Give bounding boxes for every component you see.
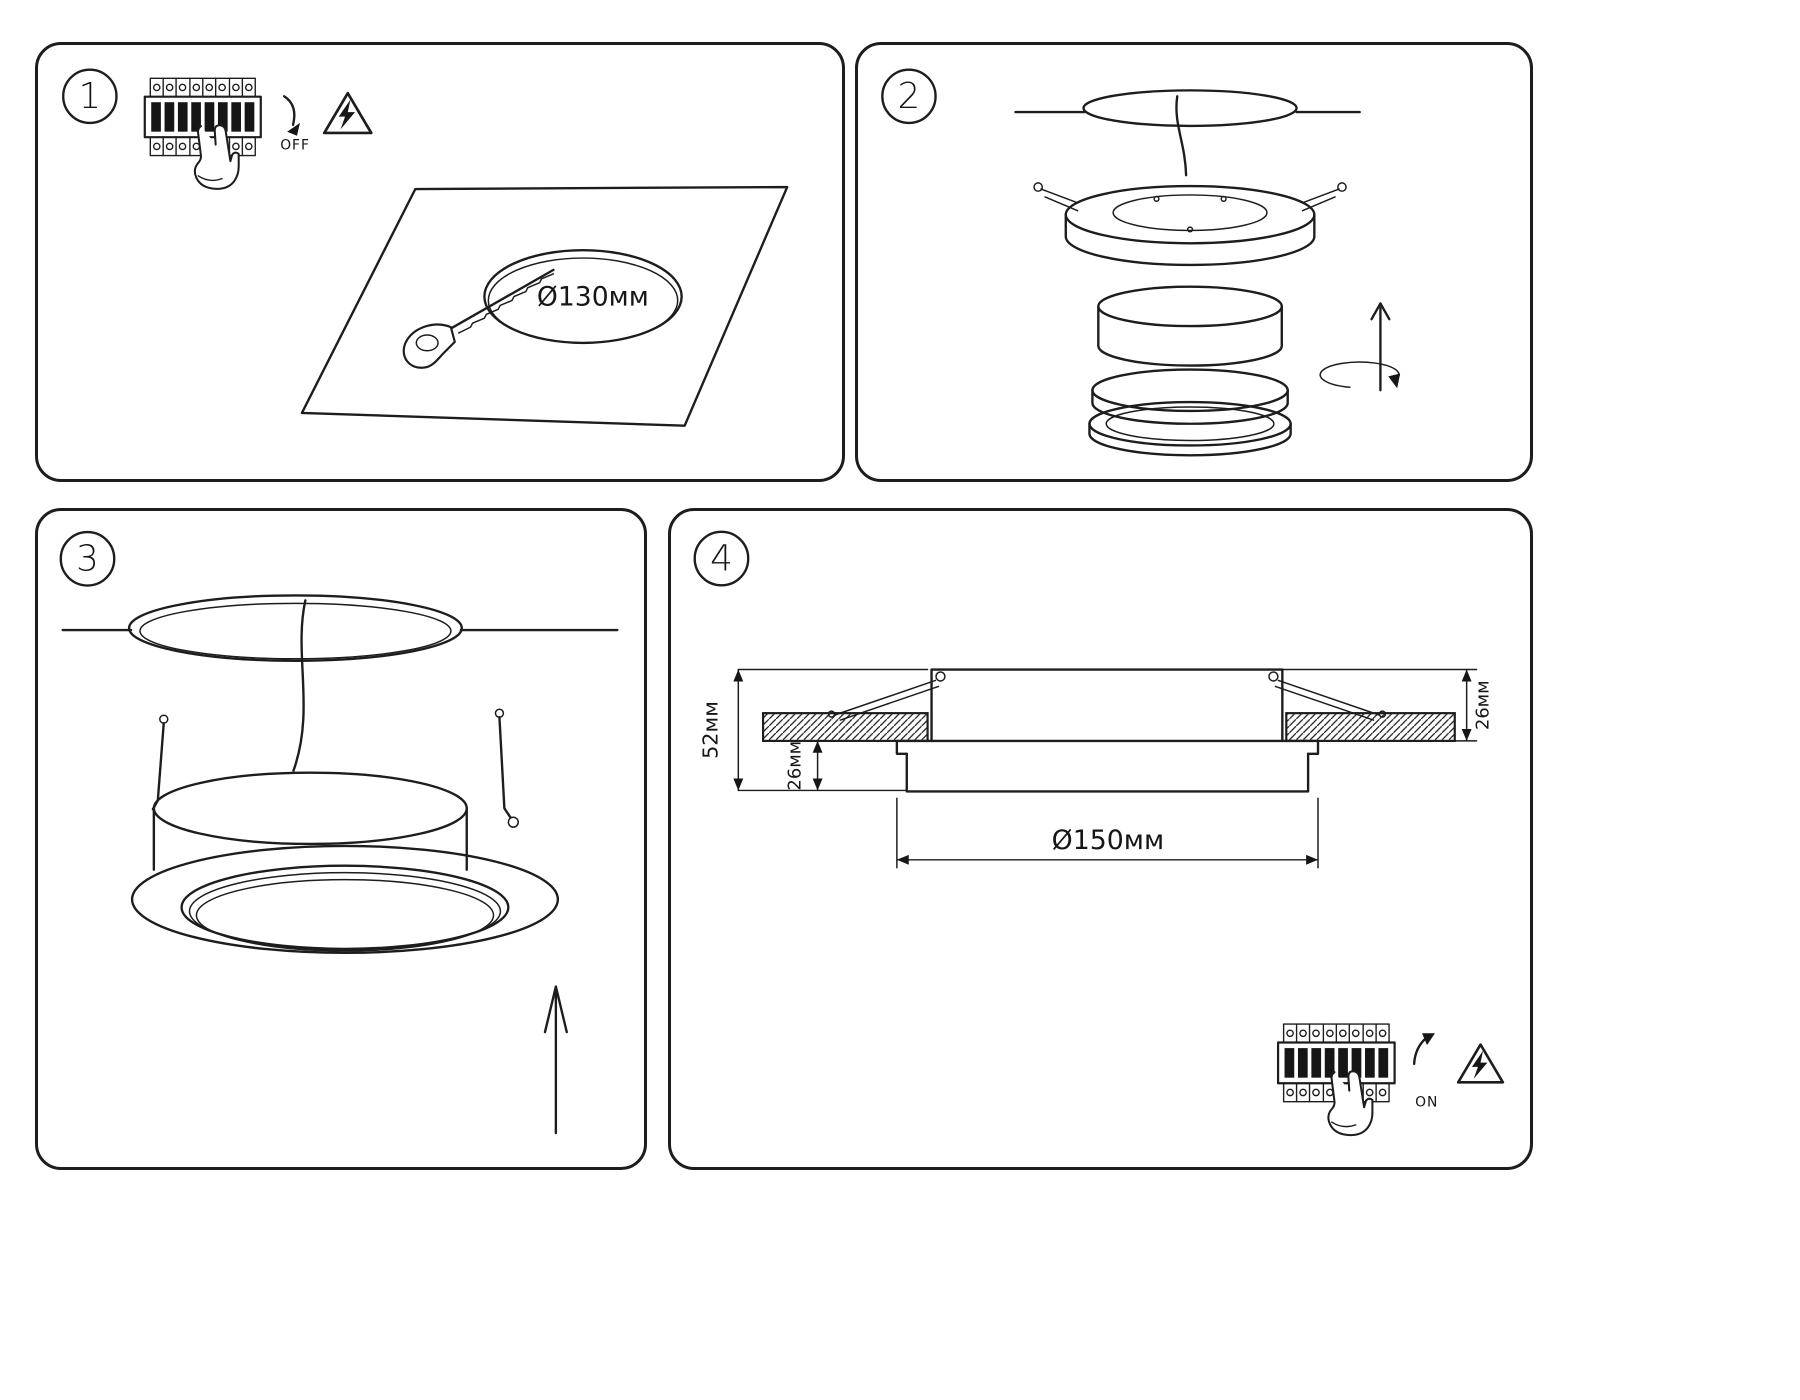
lamp-body [1097,285,1283,367]
step-number: 2 [898,76,921,117]
dim-26mm-left-label: 26мм [785,741,806,791]
step-2-illustration: 2 [881,68,1401,457]
dimension-above-ceiling: 26мм [1281,668,1493,742]
step-number-badge: 4 [693,530,750,587]
off-label: OFF [280,138,310,154]
step-number-badge: 3 [59,530,116,587]
ceiling-cross-section [761,712,1456,742]
step-4-illustration: 4 [693,530,1505,1137]
ceiling-tile [300,185,789,427]
dimension-cutout-diameter: Ø150мм [896,797,1319,869]
mounting-ring [1033,182,1347,267]
dimension-below-ceiling: 26мм [785,740,823,792]
ceiling-slab-right [1285,712,1456,742]
spring-clip-left [1033,182,1079,212]
spring-arm-right [1274,679,1387,721]
fixture-cross-section [827,668,1387,793]
on-label: ON [1415,1095,1438,1111]
panel-step-3: 3 [35,508,647,1170]
step-3-illustration: 3 [59,530,619,1135]
switch-on-arrow [1412,1033,1435,1066]
step-1-illustration: 1 OFF Ø130мм [62,68,789,427]
trim-ring [130,844,560,955]
step-number: 1 [79,76,102,117]
warning-triangle-icon [322,91,373,135]
panel-step-2: 2 [855,42,1533,482]
step-number: 4 [710,538,733,579]
ceiling-hole [61,594,619,662]
ceiling-slab-left [761,712,929,742]
switch-off-arrow [282,95,300,136]
panel-step-1: 1 OFF Ø130мм [35,42,845,482]
dim-52mm-label: 52мм [699,701,723,759]
keyhole-saw-icon [402,268,555,369]
step-number-badge: 1 [62,68,118,125]
twist-to-lock-arrow [1319,302,1401,392]
trim-rings [1088,368,1292,457]
spring-clip-right [1301,182,1347,212]
spring-arm-left [827,679,940,721]
warning-triangle-icon [1456,1043,1505,1084]
breaker-on-icon [1276,1022,1396,1137]
breaker-off-icon [143,77,262,190]
hole-diameter-label: Ø130мм [537,281,649,312]
push-up-arrow [543,985,568,1135]
dim-150mm-label: Ø150мм [1052,825,1164,856]
step-number: 3 [76,539,99,580]
supply-wire [1175,95,1188,177]
panel-step-4: 4 [668,508,1533,1170]
lamp-body [152,771,468,871]
dimension-total-height: 52мм [699,668,929,792]
dim-26mm-right-label: 26мм [1472,680,1493,730]
spring-pin-right [494,708,519,828]
step-number-badge: 2 [881,68,937,125]
ceiling-hole [1014,89,1361,128]
supply-wire [292,599,307,772]
